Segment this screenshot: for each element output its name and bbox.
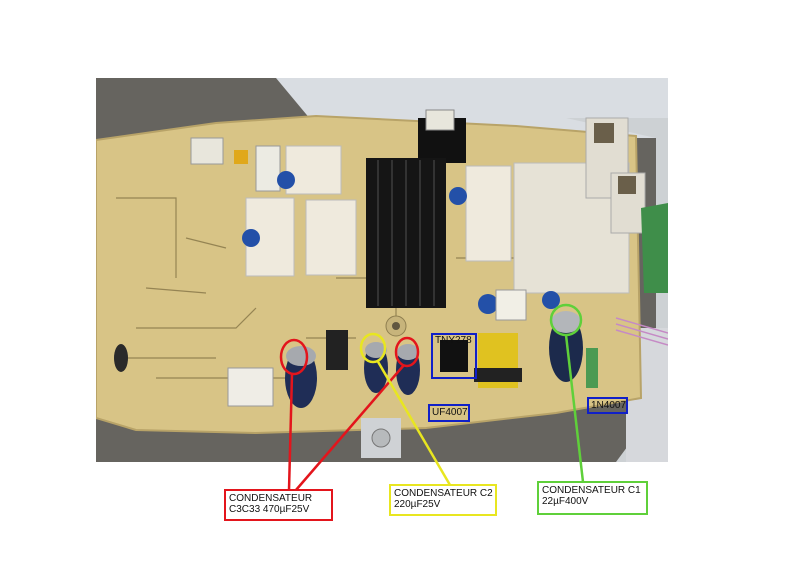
uf4007-label: UF4007	[428, 404, 470, 422]
pcb-photo-drawing	[96, 78, 668, 462]
c2-caption-box: CONDENSATEUR C2 220µF25V	[389, 484, 497, 516]
c2-caption-title: CONDENSATEUR C2	[394, 488, 493, 499]
tny-chip-text: TNY278	[435, 335, 472, 346]
c3-caption-value: C3C33 470µF25V	[229, 504, 310, 515]
pcb-photo	[96, 78, 668, 462]
n4007-label: 1N4007	[587, 397, 628, 414]
tny-chip-label: TNY278	[431, 333, 477, 379]
c3-caption-title: CONDENSATEUR	[229, 493, 313, 504]
uf4007-text: UF4007	[432, 407, 468, 418]
n4007-text: 1N4007	[591, 400, 627, 411]
c2-caption-value: 220µF25V	[394, 499, 441, 510]
c3-caption-box: CONDENSATEUR C3C33 470µF25V	[224, 489, 333, 521]
c1-caption-title: CONDENSATEUR C1	[542, 485, 641, 496]
c1-caption-box: CONDENSATEUR C1 22µF400V	[537, 481, 648, 515]
c1-caption-value: 22µF400V	[542, 496, 589, 507]
